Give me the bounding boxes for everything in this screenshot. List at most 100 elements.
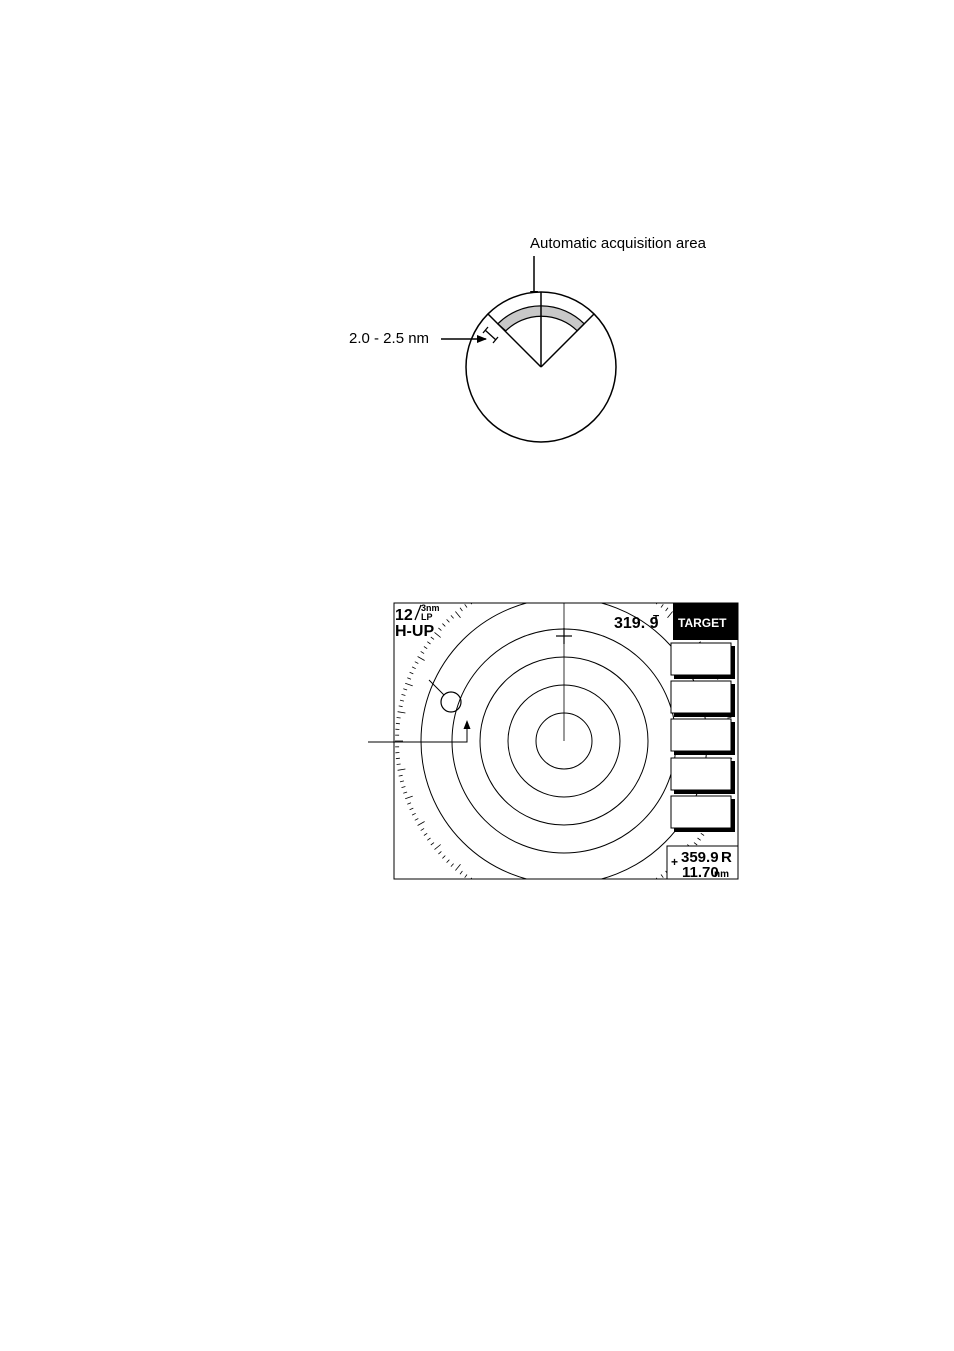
- bearing-tick: [455, 864, 461, 871]
- bearing-tick: [396, 717, 401, 719]
- cursor-readout-box: [666, 845, 739, 880]
- bearing-tick: [474, 881, 476, 884]
- radar-screen: 12 3nm LP H-UP 319. 9 T TARGET: [368, 573, 739, 909]
- bearing-tick: [535, 900, 536, 908]
- bearing-tick: [403, 791, 408, 794]
- bearing-tick: [442, 855, 446, 859]
- bearing-tick: [631, 892, 633, 896]
- bearing-tick: [411, 812, 416, 816]
- bearing-tick: [660, 604, 664, 608]
- bearing-tick: [598, 902, 599, 906]
- target-symbol[interactable]: [440, 691, 462, 713]
- bearing-tick: [399, 699, 404, 702]
- bearing-tick: [631, 587, 633, 591]
- bearing-tick: [651, 881, 653, 884]
- bearing-tick: [604, 577, 605, 581]
- bearing-tick: [626, 894, 628, 898]
- bearing-tick: [446, 859, 450, 863]
- bearing-tick: [420, 828, 425, 831]
- menu-button-5[interactable]: [670, 795, 735, 832]
- menu-button-4[interactable]: [670, 757, 735, 794]
- bearing-tick: [434, 844, 441, 850]
- bearing-tick: [655, 603, 658, 605]
- bearing-tick: [636, 889, 638, 893]
- bearing-tick: [417, 821, 425, 826]
- bearing-tick: [592, 900, 593, 908]
- acquisition-area-diagram: Automatic acquisition area 2.0 - 2.5 nm: [349, 235, 707, 443]
- cursor-bearing-ref: R: [721, 849, 732, 866]
- bearing-tick: [409, 807, 414, 811]
- target-menu: TARGET: [670, 603, 738, 832]
- cursor-cross-icon[interactable]: [556, 628, 572, 644]
- bearing-tick: [546, 573, 547, 577]
- cursor-range-unit: nm: [714, 869, 729, 880]
- bearing-tick: [407, 677, 412, 680]
- bearing-tick: [506, 892, 509, 900]
- bearing-tick: [417, 656, 425, 661]
- bearing-tick: [581, 905, 582, 909]
- bearing-tick: [405, 795, 413, 800]
- callout-arrowhead: [463, 720, 471, 729]
- bearing-tick: [619, 892, 622, 900]
- bearing-tick: [615, 580, 616, 584]
- bearing-tick: [619, 582, 622, 590]
- bearing-tick: [546, 905, 547, 909]
- bearing-tick: [399, 780, 404, 783]
- bearing-tick: [434, 632, 441, 638]
- bearing-tick: [523, 577, 524, 581]
- bearing-tick: [495, 587, 497, 591]
- bearing-tick: [455, 611, 461, 618]
- bearing-tick: [420, 651, 425, 654]
- sector-line-right: [540, 313, 595, 368]
- bearing-tick: [651, 598, 653, 601]
- bearing-tick: [414, 661, 419, 664]
- bearing-tick: [409, 671, 414, 675]
- pulse-length: LP: [421, 612, 433, 622]
- bearing-tick: [512, 580, 513, 584]
- bearing-tick: [529, 576, 530, 580]
- bearing-tick: [464, 874, 468, 878]
- bearing-tick: [480, 595, 484, 602]
- bearing-tick: [523, 901, 524, 905]
- bearing-tick: [470, 877, 473, 879]
- bearing-tick: [485, 887, 487, 891]
- range-label: 2.0 - 2.5 nm: [349, 330, 429, 347]
- bearing-tick: [395, 722, 400, 725]
- bearing-tick: [592, 575, 593, 583]
- bearing-tick: [397, 711, 406, 714]
- bearing-tick: [395, 757, 400, 760]
- bearing-tick: [512, 898, 513, 902]
- bearing-tick: [587, 574, 588, 578]
- bearing-tick: [398, 705, 403, 708]
- menu-button-2[interactable]: [670, 680, 735, 717]
- cursor-bearing: 359.9: [681, 849, 719, 866]
- bearing-tick: [450, 615, 454, 619]
- bearing-tick: [727, 717, 732, 719]
- cursor-range: 11.70: [682, 864, 719, 881]
- bearing-tick: [642, 887, 644, 891]
- bearing-tick: [411, 666, 416, 670]
- bearing-tick: [485, 592, 487, 596]
- callout-line: [368, 727, 468, 743]
- bearing-tick: [581, 573, 582, 577]
- target-vector: [428, 679, 445, 696]
- bearing-tick: [397, 768, 406, 771]
- bearing-tick: [474, 598, 476, 601]
- bearing-tick: [541, 904, 542, 908]
- heading-suffix: T: [653, 614, 659, 625]
- bearing-tick: [610, 900, 611, 904]
- range-bracket: [482, 326, 499, 344]
- bearing-tick: [700, 832, 705, 836]
- bearing-tick: [529, 902, 530, 906]
- menu-button-3[interactable]: [670, 718, 735, 755]
- bearing-tick: [464, 604, 468, 608]
- bearing-tick: [423, 646, 428, 650]
- bearing-tick: [495, 892, 497, 896]
- menu-button-1[interactable]: [670, 642, 735, 679]
- range-value: 12: [395, 607, 413, 624]
- cursor-prefix: +: [671, 855, 678, 869]
- bearing-tick: [396, 763, 401, 765]
- bearing-tick: [470, 603, 473, 605]
- bearing-tick: [660, 874, 664, 878]
